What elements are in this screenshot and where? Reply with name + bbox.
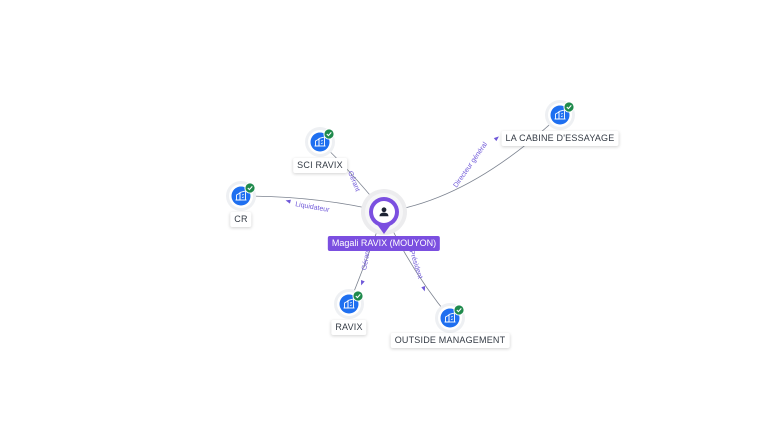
company-building-icon [235,190,247,201]
company-node-outside-management[interactable] [435,303,465,333]
nodes [226,100,575,333]
edge-label-ravix: Gérant [361,249,372,271]
person-node[interactable] [361,189,407,235]
edge-arrow-cr [285,199,291,204]
edge-arrow-la-cabine-d-essayage [493,136,499,142]
verified-check-icon [453,304,465,316]
company-label-la-cabine-d-essayage[interactable]: LA CABINE D'ESSAYAGE [501,131,619,146]
verified-check-icon [244,182,256,194]
company-label-sci-ravix[interactable]: SCI RAVIX [293,158,347,173]
company-label-cr[interactable]: CR [230,212,252,227]
company-node-la-cabine-d-essayage[interactable] [545,100,575,130]
company-label-ravix[interactable]: RAVIX [331,320,367,335]
company-building-icon [314,136,326,147]
person-name-label[interactable]: Magali RAVIX (MOUYON) [327,236,441,251]
edge-arrow-outside-management [421,286,426,292]
company-building-icon [554,109,566,120]
verified-check-icon [352,290,364,302]
company-building-icon [343,298,355,309]
company-building-icon [444,312,456,323]
edge-label-cr: Liquidateur [295,201,331,214]
company-label-outside-management[interactable]: OUTSIDE MANAGEMENT [390,333,510,348]
company-node-ravix[interactable] [334,289,364,319]
company-node-sci-ravix[interactable] [305,127,335,157]
edge-label-outside-management: Président [408,249,424,279]
edge-arrow-ravix [360,279,365,286]
company-node-cr[interactable] [226,181,256,211]
verified-check-icon [323,128,335,140]
person-icon [379,207,389,217]
verified-check-icon [563,101,575,113]
